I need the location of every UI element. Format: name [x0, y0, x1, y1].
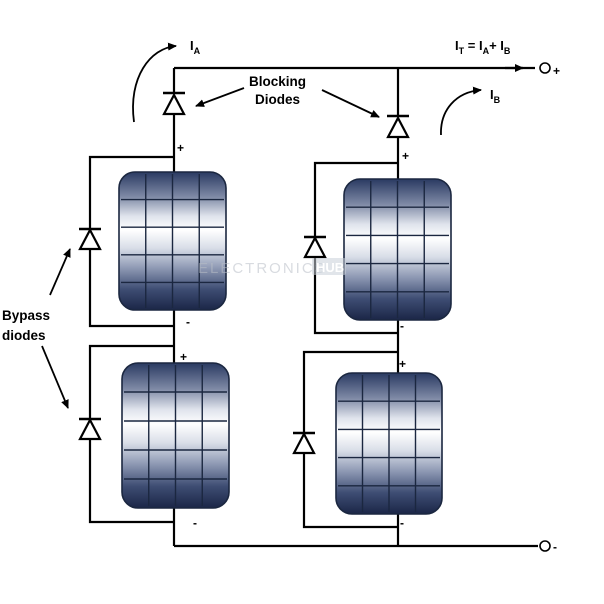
output-minus-terminal — [539, 540, 551, 552]
wiring — [88, 66, 538, 548]
solar-panels — [118, 171, 452, 515]
bypass-diode-b-top — [303, 235, 327, 259]
watermark-text: ELECTRONICS — [198, 260, 327, 277]
panel-b-bottom-minus: - — [400, 516, 404, 530]
output-minus-label: - — [553, 540, 557, 554]
bypass-diode-a-top — [78, 227, 102, 251]
bypass-pointer-top — [49, 248, 71, 296]
current-arrow-a — [132, 42, 177, 123]
panel-a-top-plus: + — [177, 141, 184, 155]
bypass-diode-a-bottom — [78, 417, 102, 441]
panel-b-bottom-plus: + — [399, 357, 406, 371]
total-current-label: IT = IA+ IB — [455, 38, 511, 56]
output-plus-terminal — [539, 62, 551, 74]
blocking-pointer-b — [321, 89, 380, 118]
output-plus-label: + — [553, 64, 560, 78]
bypass-pointer-bottom — [41, 345, 69, 409]
panel-b-top-plus: + — [402, 149, 409, 163]
blocking-diode-a — [162, 91, 186, 116]
watermark-suffix: HUB — [316, 260, 344, 275]
blocking-diodes-label-line2: Diodes — [255, 92, 300, 107]
solar-panel-a-top — [118, 171, 227, 311]
panel-b-top-minus: - — [400, 319, 404, 333]
blocking-diode-b — [386, 114, 410, 139]
solar-panel-a-bottom — [121, 362, 230, 509]
bypass-diodes-label-line1: Bypass — [2, 308, 50, 323]
bypass-diode-b-bottom — [292, 431, 316, 455]
solar-panel-b-top — [343, 178, 452, 321]
panel-a-top-minus: - — [186, 315, 190, 329]
current-ia-label: IA — [190, 38, 201, 56]
bypass-diodes-label-line2: diodes — [2, 328, 46, 343]
panel-a-bottom-minus: - — [193, 516, 197, 530]
solar-panel-b-bottom — [335, 372, 443, 515]
current-arrow-b — [440, 86, 482, 136]
watermark: ELECTRONICS HUB — [198, 258, 346, 277]
panel-a-bottom-plus: + — [180, 350, 187, 364]
blocking-pointer-a — [195, 87, 245, 107]
current-ib-label: IB — [490, 87, 501, 105]
blocking-diodes-label-line1: Blocking — [249, 74, 306, 89]
